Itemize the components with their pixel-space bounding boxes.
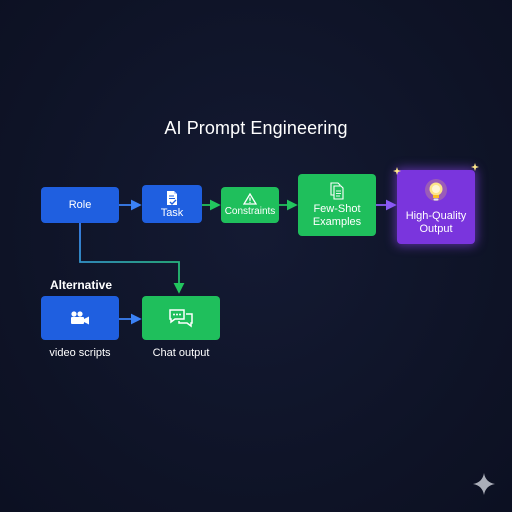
alternative-heading: Alternative (50, 278, 113, 292)
node-constraints: Constraints (221, 187, 279, 223)
node-role: Role (41, 187, 119, 223)
node-high-quality-output: High-Quality Output (397, 170, 475, 244)
node-role-label: Role (68, 198, 92, 211)
chat-output-label: Chat output (152, 347, 210, 359)
node-video-scripts (41, 296, 119, 340)
node-few-shot-label-line2: Examples (312, 215, 362, 228)
diagram-title: AI Prompt Engineering (164, 118, 348, 138)
lightbulb-icon (423, 178, 449, 206)
video-camera-icon (69, 310, 91, 326)
node-few-shot-examples: Few-Shot Examples (298, 174, 376, 236)
warning-triangle-icon (243, 192, 257, 205)
node-chat-output (142, 296, 220, 340)
node-few-shot-label-line1: Few-Shot (313, 202, 361, 215)
node-task-label: Task (160, 207, 184, 219)
chat-bubbles-icon (168, 308, 194, 328)
documents-stack-icon (329, 181, 345, 200)
node-output-label-line2: Output (419, 223, 453, 235)
node-task: Task (142, 185, 202, 223)
node-constraints-label: Constraints (224, 205, 276, 217)
document-check-icon (165, 190, 179, 206)
sparkle-icon (473, 473, 495, 495)
node-output-label-line1: High-Quality (405, 210, 467, 222)
video-scripts-label: video scripts (49, 347, 111, 359)
sparkle-decoration-icon (393, 163, 479, 175)
